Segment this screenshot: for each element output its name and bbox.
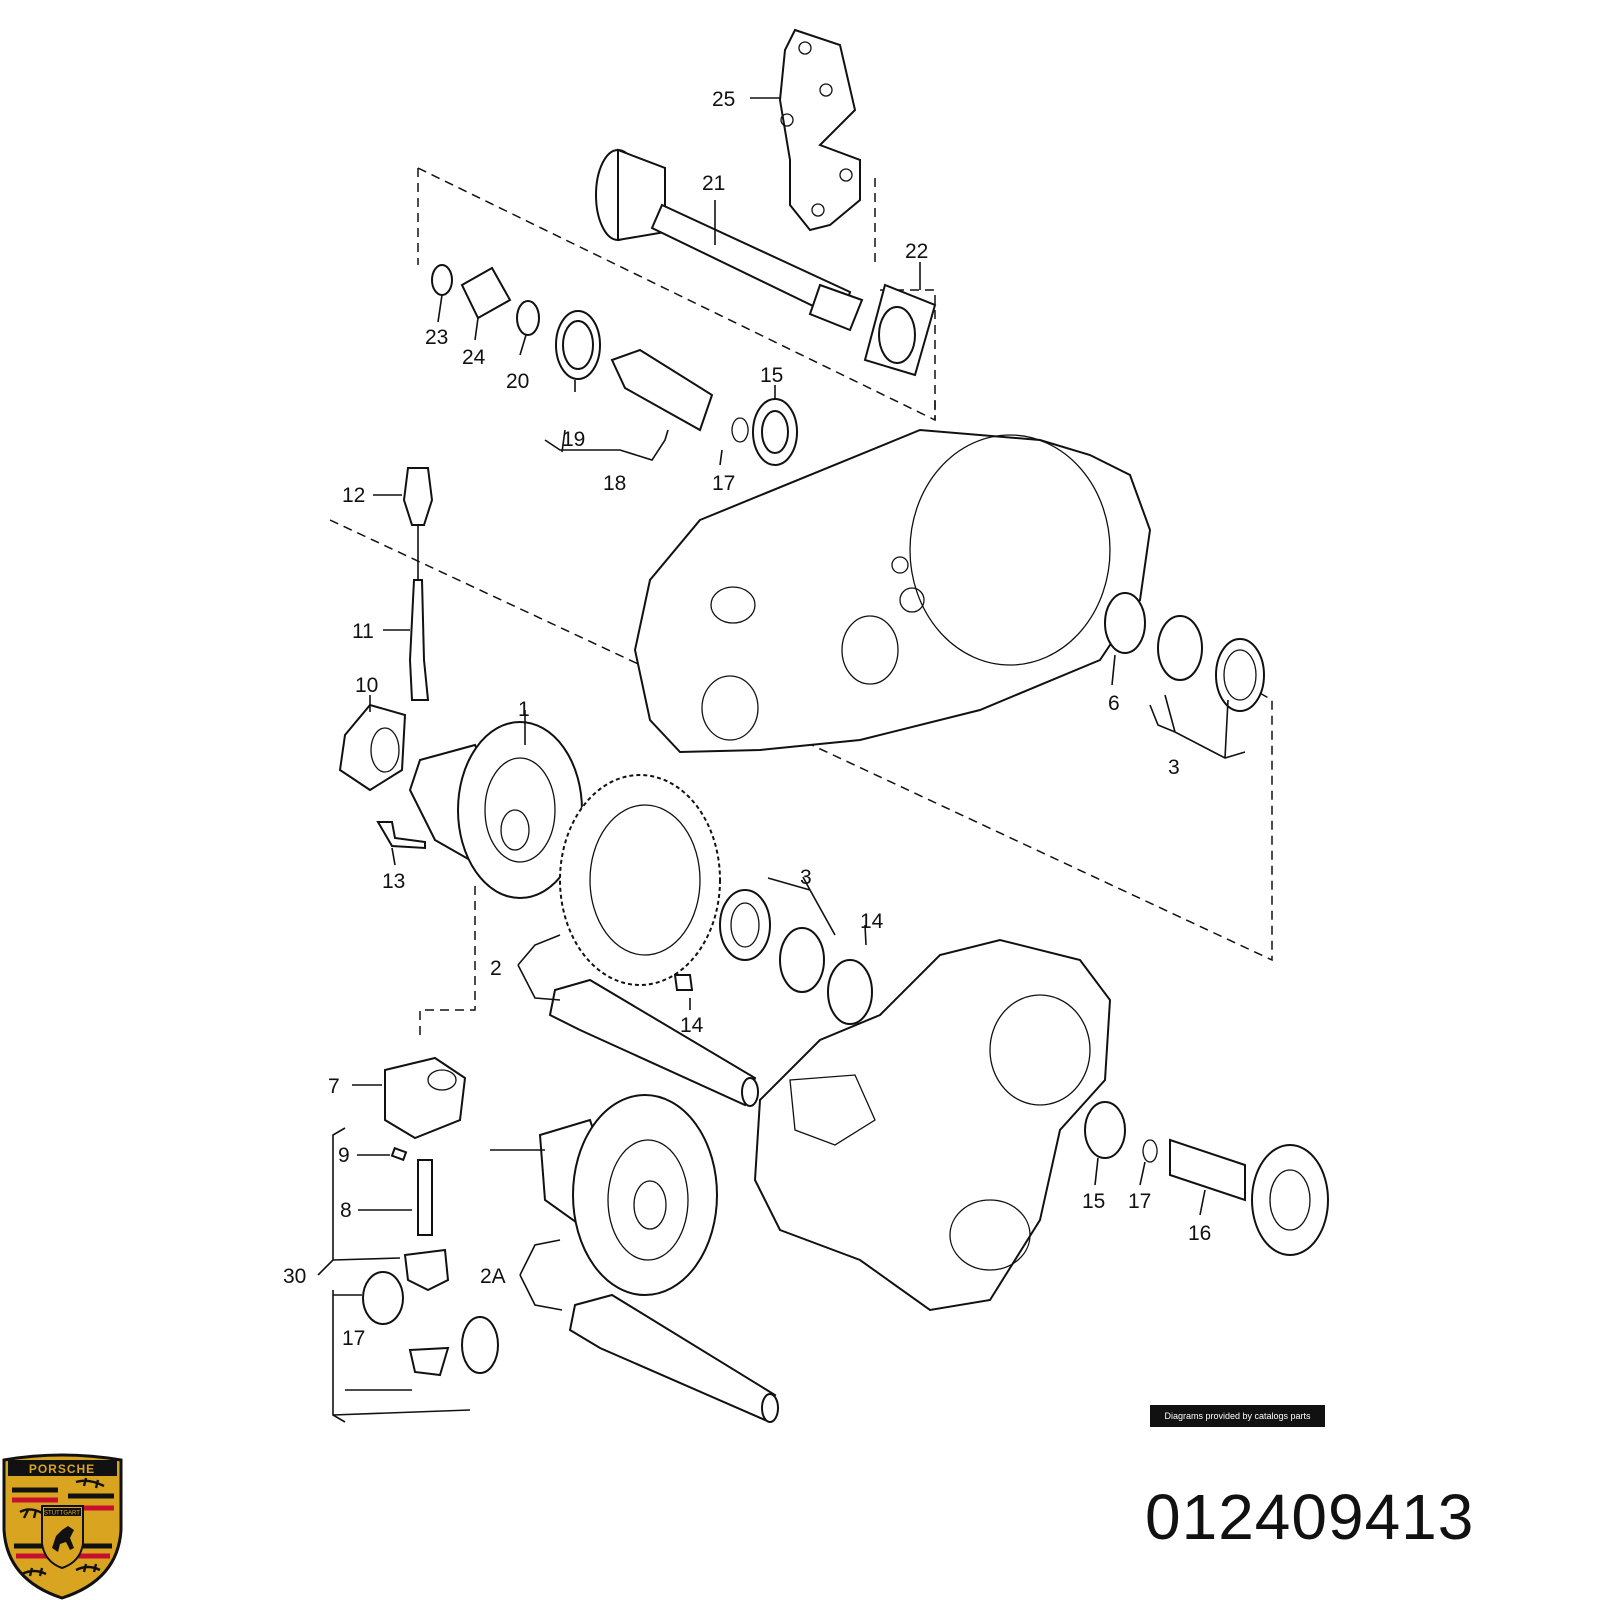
callout-25: 25 bbox=[712, 88, 735, 111]
gearbox-housing-upper bbox=[633, 428, 1152, 754]
callout-12: 12 bbox=[342, 484, 365, 507]
callout-2A: 2A bbox=[480, 1265, 506, 1288]
callout-4: 14 bbox=[860, 910, 884, 933]
svg-text:PORSCHE: PORSCHE bbox=[29, 1462, 95, 1476]
callout-30: 30 bbox=[283, 1265, 306, 1288]
callout-14: 14 bbox=[680, 1014, 704, 1037]
callout-15-upper: 15 bbox=[760, 364, 783, 387]
callout-16: 16 bbox=[1188, 1222, 1211, 1245]
callout-11: 11 bbox=[352, 620, 374, 643]
callout-17-lower: 17 bbox=[342, 1327, 365, 1350]
speedometer-drive-parts bbox=[338, 467, 434, 792]
callout-9: 9 bbox=[338, 1144, 350, 1167]
callout-24: 24 bbox=[462, 346, 486, 369]
bearing-rings-mid bbox=[719, 889, 873, 1025]
flange-shaft-part-21 bbox=[595, 148, 864, 332]
callout-labels: 25 21 22 23 24 20 19 18 17 15 12 11 10 1… bbox=[283, 88, 1211, 1350]
callout-20: 20 bbox=[506, 370, 529, 393]
pinion-shaft-upper bbox=[548, 978, 759, 1107]
callout-17-upper: 17 bbox=[712, 472, 735, 495]
part-number: 012409413 bbox=[1145, 1481, 1475, 1553]
callout-22: 22 bbox=[905, 240, 928, 263]
bracket-part-25 bbox=[778, 28, 861, 232]
diagram-credit-label: Diagrams provided by catalogs parts bbox=[1150, 1405, 1325, 1427]
callout-2: 2 bbox=[490, 957, 502, 980]
differential-spider-parts bbox=[384, 1056, 467, 1236]
flange-part-22 bbox=[863, 283, 937, 377]
ring-gear-part-2 bbox=[559, 774, 721, 991]
output-flange-parts bbox=[1084, 1101, 1329, 1256]
bearing-rings-right bbox=[1104, 592, 1265, 712]
callout-7: 7 bbox=[328, 1075, 340, 1098]
porsche-crest-logo: PORSCHE STUTTGART bbox=[2, 1453, 123, 1600]
differential-assembly-part-2A bbox=[538, 1094, 718, 1296]
pinion-shaft-lower bbox=[568, 1293, 779, 1423]
callout-15-lower: 15 bbox=[1082, 1190, 1105, 1213]
callout-18: 18 bbox=[603, 472, 626, 495]
callout-21: 21 bbox=[702, 172, 725, 195]
callout-10: 10 bbox=[355, 674, 378, 697]
callout-3-right: 3 bbox=[1168, 756, 1180, 779]
callout-13: 13 bbox=[382, 870, 405, 893]
differential-case-part-1 bbox=[376, 721, 583, 899]
callout-leader-lines bbox=[317, 97, 1246, 1423]
callout-8: 8 bbox=[340, 1199, 352, 1222]
seal-rings-upper bbox=[431, 264, 798, 466]
gearbox-housing-lower bbox=[753, 938, 1112, 1312]
callout-19: 19 bbox=[562, 428, 585, 451]
differential-bevel-gears bbox=[362, 1248, 499, 1377]
svg-text:STUTTGART: STUTTGART bbox=[44, 1511, 80, 1517]
callout-3-mid: 3 bbox=[800, 866, 812, 889]
callout-17-right: 17 bbox=[1128, 1190, 1151, 1213]
callout-23: 23 bbox=[425, 326, 448, 349]
callout-6: 6 bbox=[1108, 692, 1120, 715]
callout-1: 1 bbox=[518, 698, 530, 721]
